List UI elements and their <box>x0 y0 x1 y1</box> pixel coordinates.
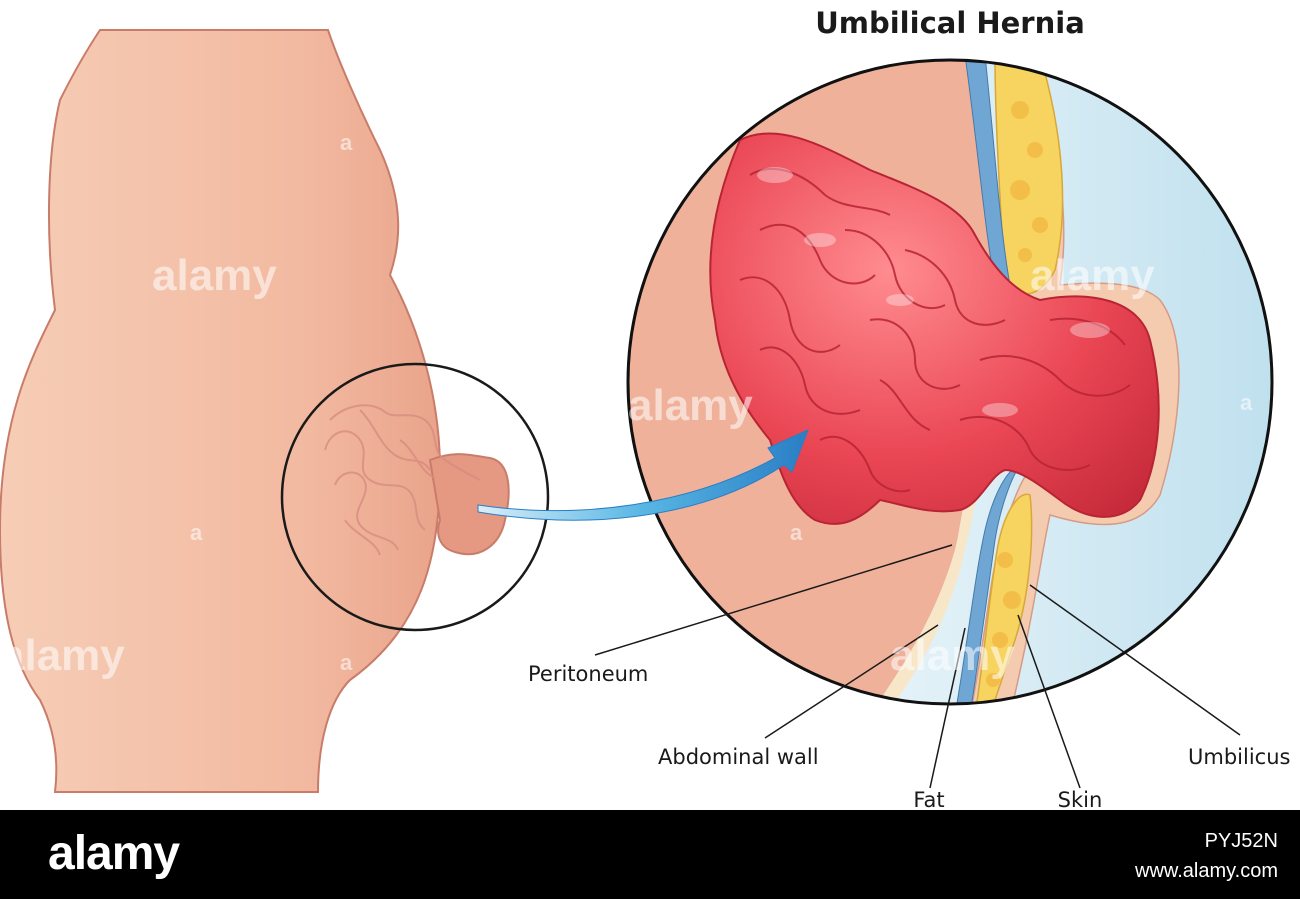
diagram-title: Umbilical Hernia <box>815 6 1085 40</box>
leader-lines <box>594 544 1241 789</box>
fat-leader <box>929 627 966 789</box>
small-magnifier-circle <box>280 362 550 632</box>
watermark-text: alamy <box>0 631 125 680</box>
watermark-glyph: a <box>1240 390 1253 415</box>
watermark-text: alamy <box>890 631 1015 680</box>
big-magnifier-circle <box>626 58 1274 706</box>
label-peritoneum: Peritoneum <box>528 662 648 686</box>
small-hernia-detail <box>324 404 510 556</box>
watermarks: alamy alamy alamy alamy alamy a a a a a <box>0 130 1253 680</box>
watermark-glyph: a <box>340 130 353 155</box>
label-fat: Fat <box>913 788 944 810</box>
watermark-glyph: a <box>190 520 203 545</box>
label-umbilicus: Umbilicus <box>1188 745 1290 769</box>
skin-leader <box>1017 614 1081 789</box>
watermark-glyph: a <box>790 520 803 545</box>
peritoneum-leader <box>594 544 953 656</box>
watermark-text: alamy <box>152 251 277 300</box>
watermark-text: alamy <box>628 381 753 430</box>
hernia-illustration: Umbilical Hernia Peritoneum Abdominal wa… <box>0 6 1290 810</box>
watermark-text: alamy <box>1030 251 1155 300</box>
footer-logo: alamy <box>48 827 180 880</box>
body-silhouette <box>0 29 442 793</box>
herniated-intestine <box>709 132 1160 525</box>
watermark-glyph: a <box>340 650 353 675</box>
magnified-cross-section <box>628 60 1272 704</box>
footer-bar: alamy PYJ52N www.alamy.com <box>0 810 1300 899</box>
footer-url: www.alamy.com <box>1135 860 1278 882</box>
footer-image-id: PYJ52N <box>1204 830 1278 852</box>
abdominal-wall-leader <box>764 624 939 739</box>
zoom-arrow <box>477 429 809 521</box>
label-skin: Skin <box>1058 788 1103 810</box>
label-abdominal-wall: Abdominal wall <box>658 745 819 769</box>
umbilicus-leader <box>1029 584 1241 736</box>
